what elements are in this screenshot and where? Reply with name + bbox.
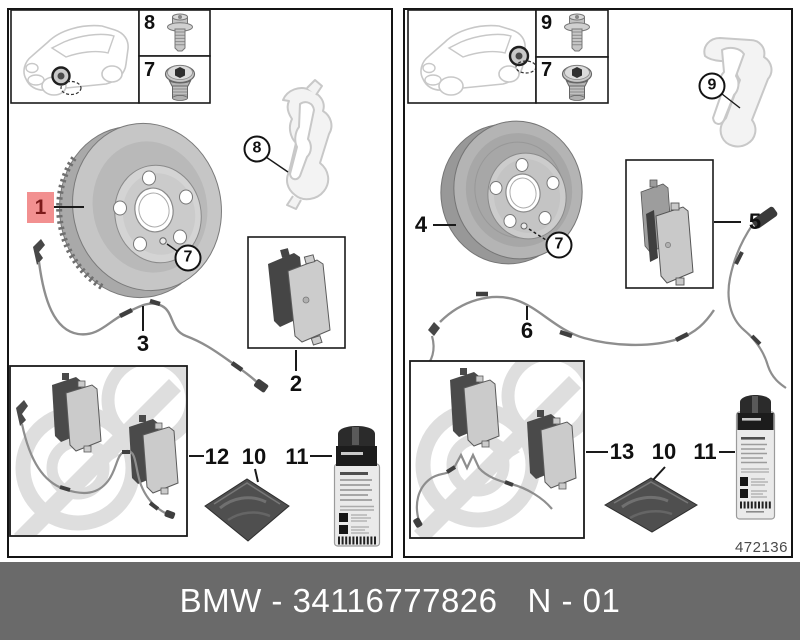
kit-contents-illustration xyxy=(16,373,179,519)
callout-hub-screw-circled[interactable]: 7 xyxy=(174,244,202,272)
fastener-label-8[interactable]: 8 xyxy=(144,12,156,34)
callout-carrier-circled[interactable]: 8 xyxy=(243,135,271,163)
fastener-label-9[interactable]: 9 xyxy=(541,12,553,34)
callout-kit[interactable]: 13 xyxy=(609,439,635,464)
front-brake-panel xyxy=(7,8,393,558)
brake-pads-illustration xyxy=(268,248,331,346)
paste-pouch-illustration xyxy=(604,477,698,533)
brake-disc-rear-illustration xyxy=(440,120,583,265)
fastener-label-7[interactable]: 7 xyxy=(541,59,553,81)
callout-hub-screw-circled[interactable]: 7 xyxy=(545,231,573,259)
brake-disc-front-illustration xyxy=(56,122,222,299)
callout-pads[interactable]: 2 xyxy=(289,371,303,396)
cleaner-can-illustration xyxy=(333,426,381,547)
pad-sensor-cable-illustration xyxy=(727,206,787,389)
callout-paste[interactable]: 10 xyxy=(651,439,677,464)
footer-revision: N - 01 xyxy=(527,582,621,619)
leader-lines-left xyxy=(54,156,332,483)
callout-carrier-circled[interactable]: 9 xyxy=(698,72,726,100)
callout-disc[interactable]: 4 xyxy=(414,212,428,237)
rear-axle-highlight-icon xyxy=(508,45,537,74)
front-brake-art xyxy=(9,9,381,547)
paste-pouch-illustration xyxy=(204,478,290,542)
callout-cleaner[interactable]: 11 xyxy=(693,439,717,464)
leader-lines-right xyxy=(433,93,741,481)
wear-sensor-illustration xyxy=(33,239,269,393)
footer-part-number: BMW - 34116777826 xyxy=(179,582,498,619)
fastener-label-7[interactable]: 7 xyxy=(144,59,156,81)
brake-pads-illustration xyxy=(640,179,694,286)
rear-brake-panel xyxy=(403,8,793,558)
callout-disc-highlighted[interactable]: 1 xyxy=(27,192,54,223)
kit-contents-illustration xyxy=(413,368,577,528)
caliper-carrier-illustration xyxy=(282,79,333,210)
footer-bar: BMW - 34116777826 N - 01 xyxy=(0,562,800,640)
callout-sensor[interactable]: 6 xyxy=(520,318,534,343)
callout-cleaner[interactable]: 11 xyxy=(285,444,309,469)
rear-brake-art xyxy=(407,9,787,539)
callout-kit[interactable]: 12 xyxy=(204,444,230,469)
callout-sensor[interactable]: 3 xyxy=(136,331,150,356)
sheet-number: 472136 xyxy=(734,539,788,556)
wear-sensor-illustration xyxy=(417,291,715,373)
cleaner-can-illustration xyxy=(735,395,776,520)
callout-pads[interactable]: 5 xyxy=(748,209,762,234)
front-axle-highlight-icon xyxy=(51,66,82,96)
callout-paste[interactable]: 10 xyxy=(241,444,267,469)
